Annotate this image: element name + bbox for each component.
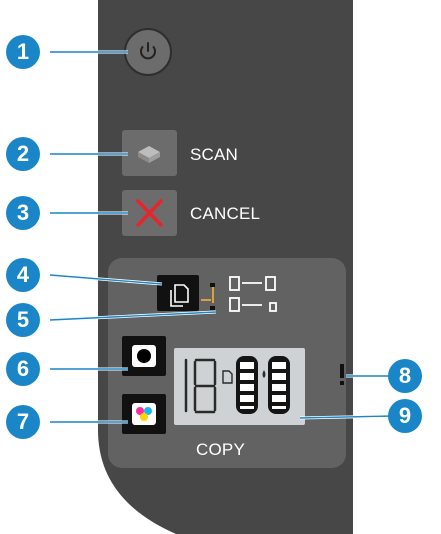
copy-layout-icons (229, 276, 277, 312)
callout-leaders-blue (49, 51, 393, 423)
callout-8: 8 (388, 359, 422, 393)
black-copy-icon (137, 349, 151, 363)
cancel-button[interactable] (122, 190, 177, 236)
cancel-x-icon (136, 199, 163, 227)
copies-button[interactable] (157, 275, 199, 311)
black-copy-button[interactable] (122, 336, 166, 376)
copy-count-digits (184, 358, 217, 414)
scan-label: SCAN (190, 145, 239, 164)
callout-4: 4 (6, 258, 40, 292)
paper-icon (222, 370, 233, 384)
one-copy-layout-icon (229, 276, 276, 291)
indicator-light (210, 306, 215, 310)
callout-5: 5 (6, 303, 40, 337)
callout-1: 1 (6, 35, 40, 69)
copies-icon (170, 284, 189, 307)
color-copy-icon (136, 407, 152, 421)
attention-light (340, 364, 344, 385)
ink-level-gauge-left (236, 356, 258, 414)
callout-6: 6 (6, 352, 40, 386)
power-button[interactable] (124, 28, 172, 76)
copy-label: COPY (196, 440, 245, 459)
callout-2: 2 (6, 137, 40, 171)
callout-9: 9 (388, 399, 422, 433)
callout-3: 3 (6, 196, 40, 230)
power-icon (140, 42, 156, 60)
ink-level-gauge-right (268, 356, 290, 414)
callout-7: 7 (6, 405, 40, 439)
reduced-copy-layout-icon (229, 297, 277, 312)
scan-button[interactable] (122, 130, 177, 176)
status-display (174, 348, 305, 425)
color-copy-button[interactable] (122, 394, 166, 434)
scan-icon (138, 146, 160, 163)
copies-indicator-lights (201, 283, 215, 310)
indicator-light (210, 283, 215, 287)
cancel-label: CANCEL (190, 204, 261, 223)
ink-drop-icon (262, 370, 266, 378)
